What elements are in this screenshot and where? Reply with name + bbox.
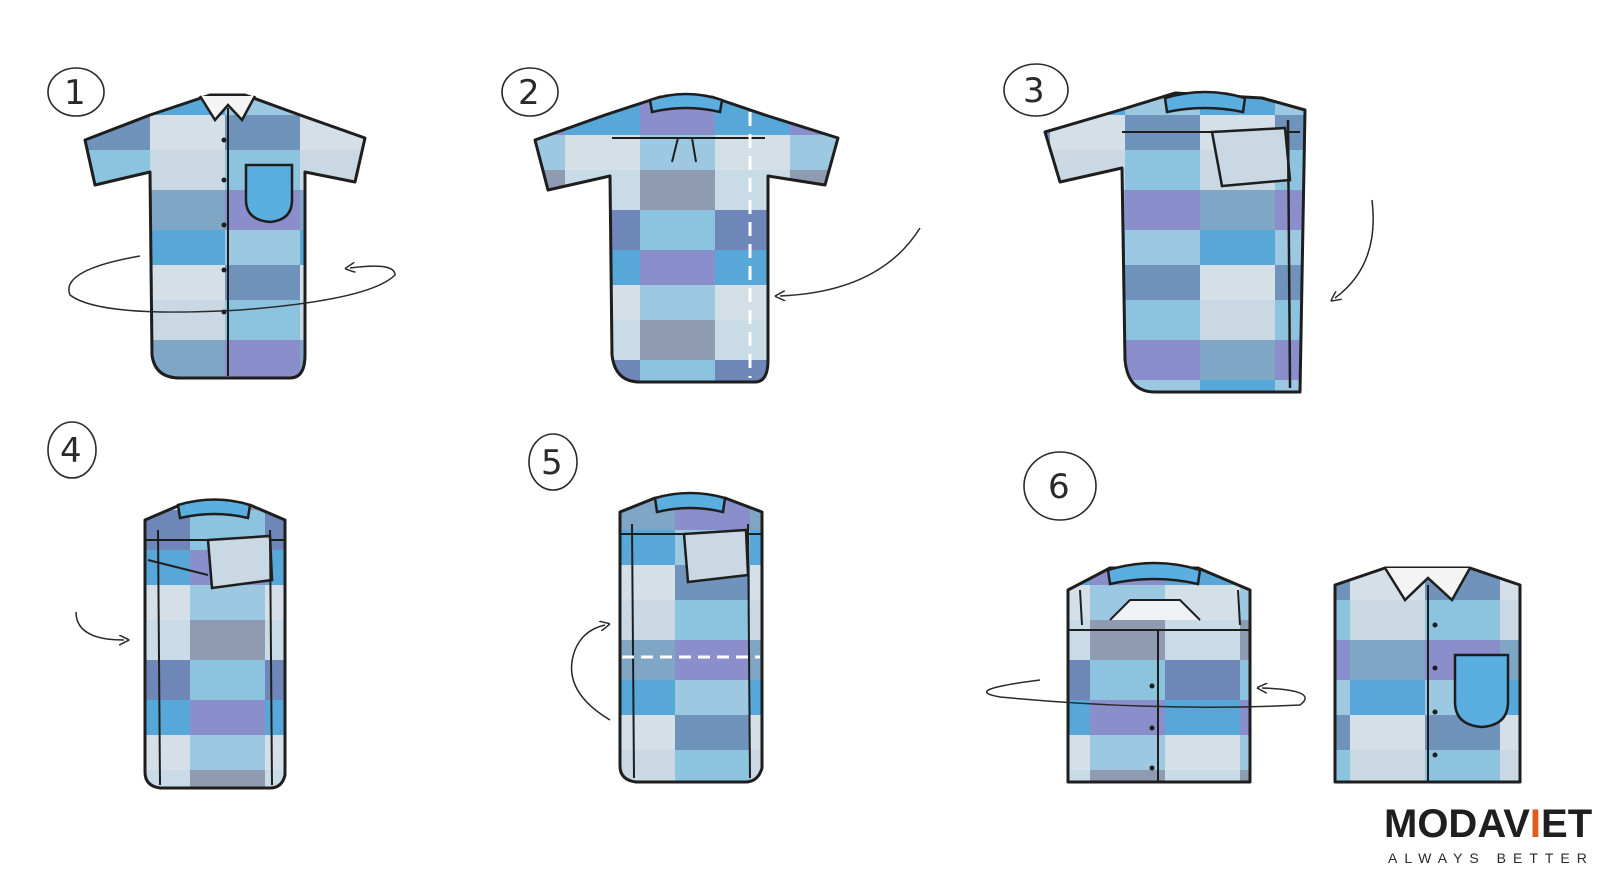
step-2-number-circle: 2	[501, 67, 559, 117]
shirt-back-illustration	[533, 92, 840, 384]
curved-arrow-icon	[986, 679, 1306, 708]
step-6: 6	[986, 451, 1522, 784]
logo-wordmark-right: ET	[1541, 802, 1593, 846]
step-1-number: 1	[64, 73, 86, 113]
step-2-number: 2	[518, 73, 540, 113]
step-1: 1	[47, 67, 396, 380]
curved-arrow-icon	[75, 611, 124, 640]
step-1-number-circle: 1	[47, 67, 105, 117]
step-5-number: 5	[541, 443, 563, 483]
step-6-number: 6	[1048, 467, 1070, 507]
step-4-number-circle: 4	[47, 421, 97, 479]
folded-shirt-back-illustration	[1066, 561, 1252, 784]
step-6-number-circle: 6	[1023, 451, 1097, 521]
logo-wordmark: MODAVIET	[1384, 802, 1592, 846]
logo-wordmark-accent: I	[1529, 802, 1542, 846]
shirt-both-sides-folded-illustration	[143, 498, 287, 790]
curved-arrow-icon	[570, 625, 610, 721]
brand-logo: MODAVIET ALWAYS BETTER	[1384, 802, 1594, 872]
logo-tagline: ALWAYS BETTER	[1388, 850, 1594, 866]
step-3: 3	[1003, 63, 1374, 394]
step-4: 4	[47, 421, 287, 790]
folded-shirt-front-illustration	[1333, 566, 1522, 784]
step-2: 2	[501, 67, 921, 384]
step-3-number: 3	[1023, 71, 1045, 111]
shirt-one-side-folded-illustration	[1043, 90, 1307, 394]
curved-arrow-icon	[1335, 199, 1374, 298]
curved-arrow-icon	[780, 227, 921, 296]
step-5-number-circle: 5	[528, 433, 578, 491]
step-4-number: 4	[60, 431, 82, 471]
shirt-front-illustration	[83, 93, 367, 380]
step-5: 5	[528, 433, 764, 784]
logo-wordmark-left: MODAV	[1384, 802, 1530, 846]
curved-arrow-icon	[68, 255, 396, 313]
step-3-number-circle: 3	[1003, 63, 1069, 117]
shirt-ready-to-fold-illustration	[618, 491, 764, 784]
